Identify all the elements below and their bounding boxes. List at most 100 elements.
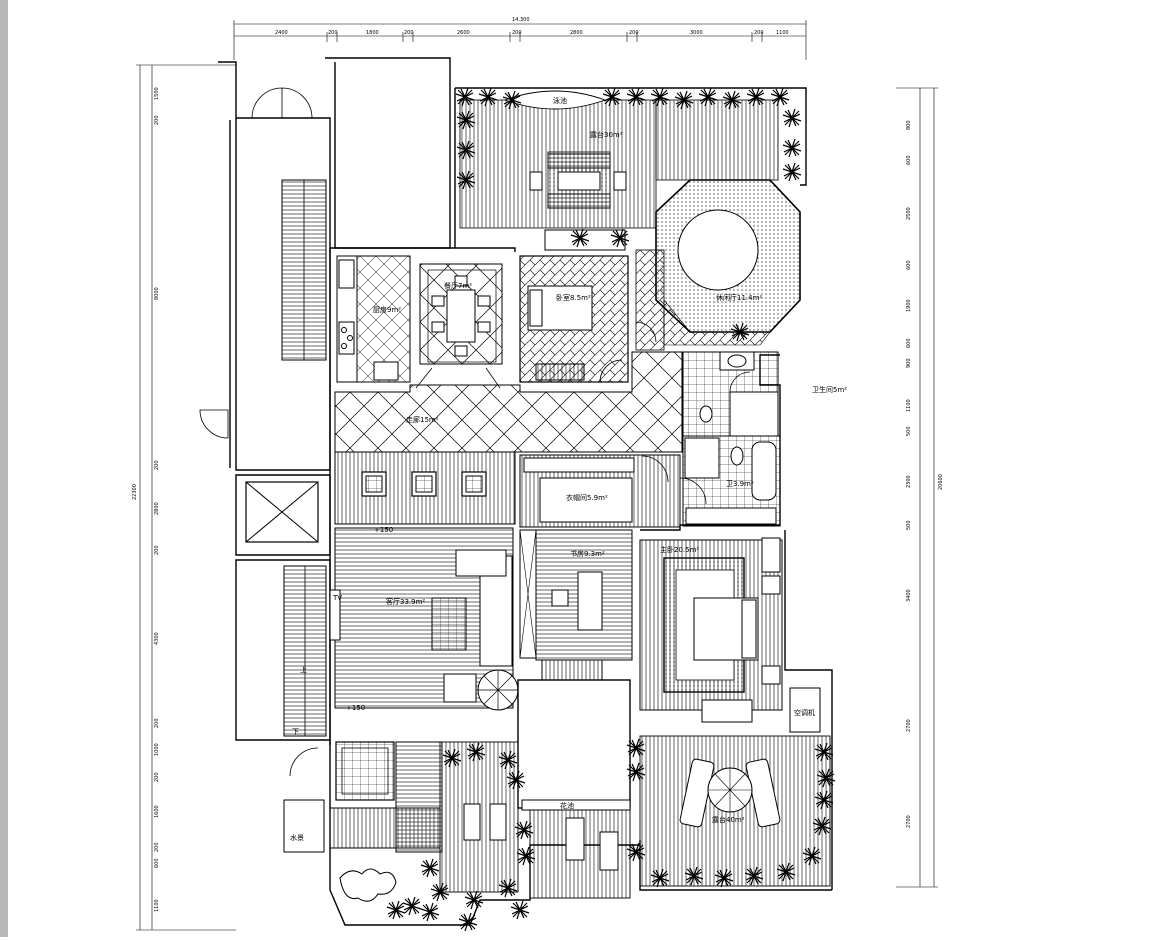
bath-right-tub-area	[729, 391, 779, 437]
right-dim-segment: 600	[906, 260, 912, 270]
top-total-dim: 14,300	[512, 17, 530, 23]
label-bath-right: 卫生间5m²	[812, 385, 847, 394]
right-dim-segment: 2700	[906, 815, 912, 828]
right-dim-segment: 3400	[906, 589, 912, 602]
kitchen-fridge	[373, 361, 399, 381]
top-dim-segment: 2600	[457, 30, 470, 36]
left-dim-segment: 1100	[154, 899, 160, 912]
label-closet: 衣帽间5.9m²	[566, 493, 608, 502]
study-desk	[577, 571, 603, 631]
living-armchair-top	[455, 549, 507, 577]
deck-left-lower	[329, 807, 441, 849]
sun-loungers	[679, 758, 781, 828]
label-bedroom-small: 卧室8.5m²	[556, 293, 591, 302]
plant-symbol	[782, 138, 802, 158]
kitchen-floor	[354, 255, 411, 383]
label-master: 主卧20.5m²	[660, 545, 699, 554]
right-dim-segment: 2700	[906, 719, 912, 732]
label-tv: TV	[332, 594, 342, 602]
dining-chair-2	[431, 321, 445, 333]
door-swings	[289, 321, 751, 777]
plant-symbol	[458, 912, 478, 932]
left-dim-segment: 8000	[154, 287, 160, 300]
master-bench	[701, 699, 753, 723]
label-garden-strip: 花池	[560, 801, 574, 810]
left-dim-segment: 4300	[154, 632, 160, 645]
label-bath-small: 卫3.9m²	[726, 480, 754, 488]
living-rug	[431, 597, 467, 651]
master-bed-pillow	[741, 599, 757, 659]
top-dim-segment: 200	[404, 30, 414, 36]
bedroom-small-desk	[535, 363, 585, 381]
ac-unit-box	[789, 687, 821, 733]
left-dim-segment: 200	[154, 115, 160, 125]
left-dim-segment: 2800	[154, 502, 160, 515]
hallway-floor	[334, 351, 683, 453]
left-dim-segment: 1500	[154, 87, 160, 100]
label-living: 客厅33.9m²	[386, 597, 425, 606]
closet-rack	[523, 457, 635, 473]
lounge-chair-2	[489, 803, 507, 841]
top-dim-segment: 3000	[690, 30, 703, 36]
plant-symbol	[782, 162, 802, 182]
rock-garden	[339, 868, 397, 902]
dining-chair-5	[454, 275, 468, 287]
study-chair	[551, 589, 569, 607]
plant-symbol	[510, 900, 530, 920]
label-stair-up: 上	[300, 665, 307, 674]
entry-door-arcs	[251, 87, 313, 119]
passage-herringbone	[635, 249, 665, 351]
right-dim-segment: 900	[906, 358, 912, 368]
dining-chair-4	[477, 321, 491, 333]
top-dim-segment: 2400	[275, 30, 288, 36]
dining-chair-6	[454, 345, 468, 357]
plant-symbol	[402, 896, 422, 916]
top-dim-segment: 1800	[366, 30, 379, 36]
left-dim-segment: 200	[154, 460, 160, 470]
right-dim-segment: 1100	[906, 399, 912, 412]
right-dim-segment: 1900	[906, 299, 912, 312]
terrace-chair-left	[529, 171, 543, 191]
left-dim-segment: 200	[154, 842, 160, 852]
kitchen-stove	[338, 321, 355, 355]
top-dim-segment: 2800	[570, 30, 583, 36]
lounge-chair-4	[599, 831, 619, 871]
top-dim-segment: 200	[629, 30, 639, 36]
left-total-dim: 22300	[132, 484, 138, 500]
top-dim-segment: 1100	[776, 30, 789, 36]
top-dim-segment: 200	[512, 30, 522, 36]
right-dimension-chain	[896, 87, 938, 888]
living-armchair-bottom	[443, 673, 477, 703]
terrace-table	[557, 171, 601, 191]
right-dim-segment: 500	[906, 520, 912, 530]
kitchen-sink	[338, 259, 355, 289]
dining-chair-3	[477, 295, 491, 307]
left-dim-segment: 200	[154, 718, 160, 728]
top-dim-segment: 200	[754, 30, 764, 36]
plant-symbol	[420, 858, 440, 878]
tv-cabinet	[329, 589, 341, 641]
label-ac-unit: 空调机	[794, 708, 815, 717]
label-kitchen: 厨房9m²	[373, 305, 401, 314]
label-stair-down: 下	[292, 728, 299, 736]
deck-left-upper	[335, 741, 395, 801]
right-dim-segment: 800	[906, 120, 912, 130]
right-dim-segment: 600	[906, 155, 912, 165]
plant-symbol	[770, 87, 790, 107]
terrace-sofa-top	[547, 153, 611, 169]
label-water-feature: 水景	[290, 833, 304, 842]
level-mark-a: +150	[374, 526, 393, 534]
bath-lower-tub	[751, 441, 777, 501]
water-feature-box	[283, 799, 325, 853]
plant-symbol	[782, 108, 802, 128]
terrace-chair-right	[613, 171, 627, 191]
octagon-round-table	[677, 209, 759, 291]
master-nightstand-top	[761, 575, 781, 595]
right-total-dim: 20600	[938, 474, 944, 490]
bath-lower-shower	[684, 437, 720, 479]
left-segment-labels: 1500200800020028002004300200100020016002…	[154, 87, 160, 912]
terrace-top-right-floor	[655, 99, 779, 181]
right-dim-segment: 600	[906, 338, 912, 348]
